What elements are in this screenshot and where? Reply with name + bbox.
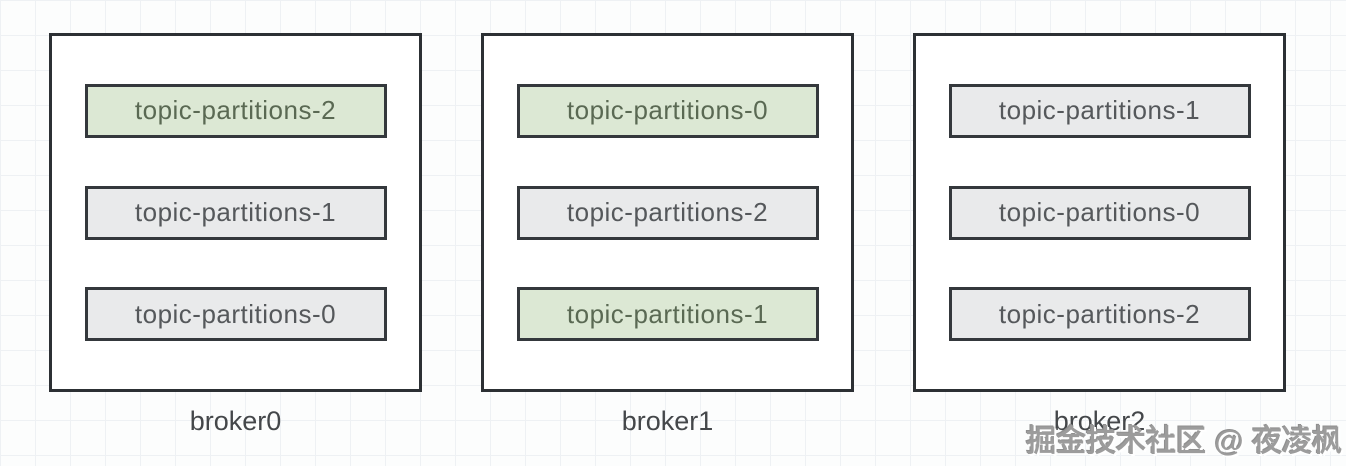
broker0-box: topic-partitions-2 topic-partitions-1 to…: [49, 33, 422, 392]
partition-box: topic-partitions-1: [84, 185, 387, 240]
broker2-label: broker2: [1053, 406, 1146, 436]
broker1-label: broker1: [621, 406, 714, 436]
partition-box: topic-partitions-0: [948, 185, 1251, 240]
partition-box: topic-partitions-2: [948, 287, 1251, 342]
broker-group-0: topic-partitions-2 topic-partitions-1 to…: [49, 33, 422, 437]
partition-box: topic-partitions-2: [516, 185, 819, 240]
broker-group-1: topic-partitions-0 topic-partitions-2 to…: [481, 33, 854, 437]
kafka-partition-diagram: topic-partitions-2 topic-partitions-1 to…: [49, 33, 1286, 437]
juejin-watermark: 掘金技术社区 @ 夜凌枫: [1026, 425, 1342, 458]
partition-box: topic-partitions-0: [516, 83, 819, 138]
partition-box: topic-partitions-1: [948, 83, 1251, 138]
partition-box: topic-partitions-0: [84, 287, 387, 342]
broker0-label: broker0: [189, 406, 282, 436]
partition-box: topic-partitions-1: [516, 287, 819, 342]
broker2-box: topic-partitions-1 topic-partitions-0 to…: [913, 33, 1286, 392]
broker1-box: topic-partitions-0 topic-partitions-2 to…: [481, 33, 854, 392]
partition-box: topic-partitions-2: [84, 83, 387, 138]
broker-group-2: topic-partitions-1 topic-partitions-0 to…: [913, 33, 1286, 437]
